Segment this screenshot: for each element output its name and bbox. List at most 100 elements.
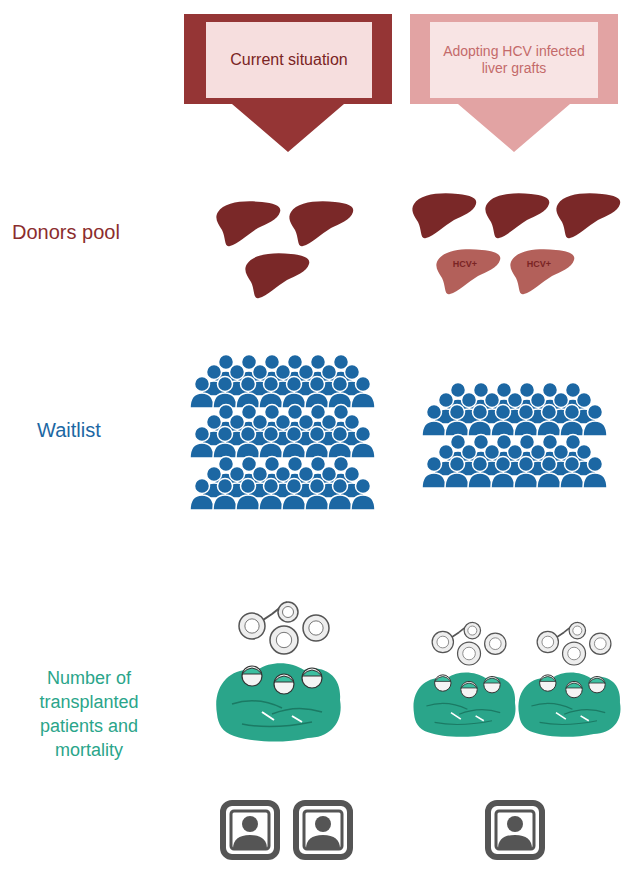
person-head bbox=[230, 415, 245, 430]
portrait-icon bbox=[296, 803, 350, 857]
person-body bbox=[422, 473, 446, 488]
person-head bbox=[531, 445, 546, 460]
person-body bbox=[491, 421, 515, 436]
person-head bbox=[577, 393, 592, 408]
person-head bbox=[299, 365, 314, 380]
person-head bbox=[508, 445, 523, 460]
person-head bbox=[276, 365, 291, 380]
header-box: Adopting HCV infected liver grafts bbox=[430, 22, 598, 98]
person-body bbox=[190, 495, 214, 510]
person-head bbox=[345, 415, 360, 430]
hcv-tag: HCV+ bbox=[527, 259, 551, 270]
surgery-scene bbox=[413, 622, 515, 736]
person-head bbox=[577, 445, 592, 460]
header-arrow bbox=[184, 14, 392, 152]
person-head bbox=[195, 377, 210, 392]
person-head bbox=[322, 365, 337, 380]
hcv-liver: HCV+ bbox=[508, 246, 578, 296]
hcv-tag: HCV+ bbox=[453, 259, 477, 270]
person-body bbox=[328, 495, 352, 510]
person-head bbox=[519, 405, 534, 420]
person-head bbox=[588, 457, 603, 472]
person-head bbox=[299, 415, 314, 430]
mortality-icons bbox=[223, 803, 542, 857]
person-head bbox=[322, 415, 337, 430]
person-head bbox=[531, 393, 546, 408]
portrait-icon bbox=[223, 803, 277, 857]
person-head bbox=[276, 467, 291, 482]
person-body bbox=[514, 421, 538, 436]
person-head bbox=[264, 479, 279, 494]
portrait-icon bbox=[488, 803, 542, 857]
person-body bbox=[560, 421, 584, 436]
person-head bbox=[473, 457, 488, 472]
person-head bbox=[218, 427, 233, 442]
person-head bbox=[356, 377, 371, 392]
person-head bbox=[299, 467, 314, 482]
person-head bbox=[264, 377, 279, 392]
person-head bbox=[310, 479, 325, 494]
person-body bbox=[190, 443, 214, 458]
person-body bbox=[468, 421, 492, 436]
person-head bbox=[496, 457, 511, 472]
person-head bbox=[253, 365, 268, 380]
person-body bbox=[514, 473, 538, 488]
person-head bbox=[241, 427, 256, 442]
person-head bbox=[230, 467, 245, 482]
person-body bbox=[351, 443, 375, 458]
person-body bbox=[491, 473, 515, 488]
person-head bbox=[554, 445, 569, 460]
surgery-illustration bbox=[216, 602, 620, 742]
person-head bbox=[264, 427, 279, 442]
person-head bbox=[565, 405, 580, 420]
person-body bbox=[305, 495, 329, 510]
person-body bbox=[537, 421, 561, 436]
person-body bbox=[560, 473, 584, 488]
person-head bbox=[207, 467, 222, 482]
person-head bbox=[276, 415, 291, 430]
person-head bbox=[241, 377, 256, 392]
person-head bbox=[333, 479, 348, 494]
person-body bbox=[236, 495, 260, 510]
person-head bbox=[450, 457, 465, 472]
person-head bbox=[519, 457, 534, 472]
liver-shape bbox=[508, 246, 578, 296]
person-head bbox=[195, 427, 210, 442]
person-head bbox=[439, 393, 454, 408]
person-head bbox=[554, 393, 569, 408]
person-body bbox=[445, 421, 469, 436]
person-head bbox=[473, 405, 488, 420]
person-head bbox=[462, 445, 477, 460]
person-head bbox=[485, 445, 500, 460]
person-body bbox=[213, 443, 237, 458]
person-head bbox=[207, 365, 222, 380]
row-label: Number of transplanted patients and mort… bbox=[14, 667, 164, 763]
person-head bbox=[427, 457, 442, 472]
person-head bbox=[207, 415, 222, 430]
person-head bbox=[241, 479, 256, 494]
person-head bbox=[345, 467, 360, 482]
person-head bbox=[287, 427, 302, 442]
header-text: Current situation bbox=[230, 50, 347, 70]
liver-icons bbox=[216, 193, 620, 298]
person-head bbox=[508, 393, 523, 408]
person-head bbox=[310, 427, 325, 442]
person-body bbox=[305, 443, 329, 458]
person-body bbox=[282, 495, 306, 510]
person-head bbox=[542, 405, 557, 420]
person-head bbox=[253, 415, 268, 430]
person-head bbox=[333, 427, 348, 442]
person-head bbox=[345, 365, 360, 380]
person-head bbox=[322, 467, 337, 482]
row-label: Waitlist bbox=[37, 418, 157, 442]
person-body bbox=[583, 421, 607, 436]
person-body bbox=[236, 443, 260, 458]
hcv-liver: HCV+ bbox=[434, 246, 504, 296]
person-head bbox=[427, 405, 442, 420]
person-head bbox=[287, 479, 302, 494]
person-head bbox=[496, 405, 511, 420]
liver-shape bbox=[434, 246, 504, 296]
person-body bbox=[328, 443, 352, 458]
person-body bbox=[259, 495, 283, 510]
